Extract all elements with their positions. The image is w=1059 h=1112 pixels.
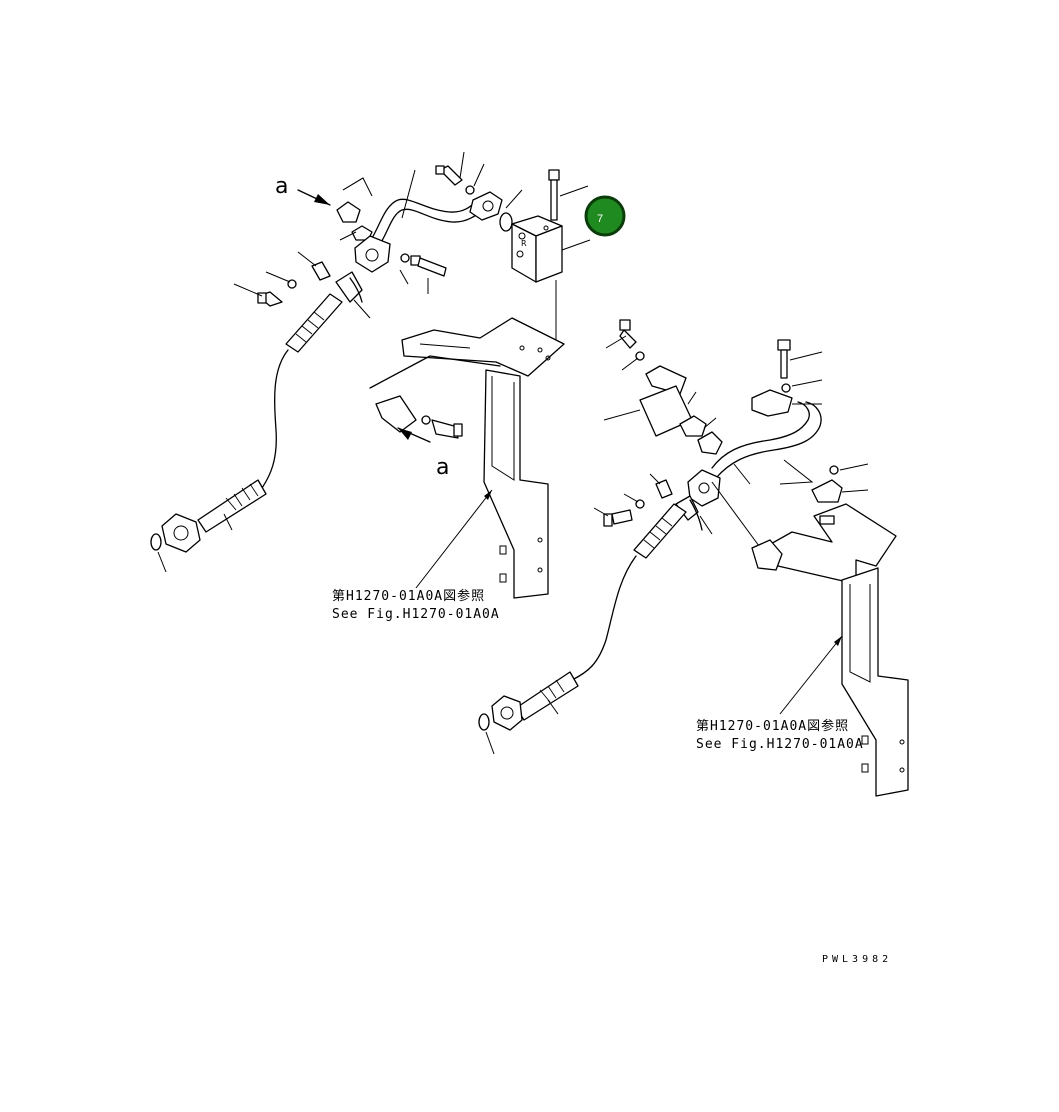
washer-right-1 [635, 351, 645, 361]
leader-brs [593, 507, 609, 517]
leader-oring [505, 189, 523, 209]
block-bolt [548, 169, 560, 221]
clamp-right-low [811, 479, 843, 503]
hose-flange-upper [335, 271, 363, 303]
leader-frr [547, 699, 559, 715]
clamp-callout [342, 177, 373, 197]
svg-text:R: R [521, 239, 527, 248]
clamp-right-small [655, 479, 673, 499]
leader-hose-oring [353, 299, 371, 319]
washer-right-top [781, 383, 791, 393]
marker-number: 7 [597, 213, 603, 225]
leader-rt2 [791, 379, 823, 387]
leader-fitting-ll [223, 513, 233, 531]
callout-left-jp: 第H1270-01A0A図参照 [332, 588, 485, 604]
column-left [483, 369, 549, 599]
drawing-code: PWL3982 [822, 954, 892, 965]
leader-elbow [401, 169, 416, 219]
callout-right-jp: 第H1270-01A0A図参照 [696, 718, 849, 734]
washer-left [287, 279, 297, 289]
washer-right-low [829, 465, 839, 475]
bolt-right-1 [619, 319, 637, 349]
bolt-upper-2 [410, 255, 447, 277]
hose-right [571, 555, 637, 681]
leader-tube-r [733, 463, 751, 485]
plate-leader [369, 355, 501, 389]
callout-left-en: See Fig.H1270-01A0A [332, 607, 500, 622]
clamp-right-top [751, 389, 793, 417]
leader-washer [473, 163, 485, 187]
leader-oring-ll [157, 551, 167, 573]
leader-clamp [339, 231, 357, 241]
leader-rl2 [841, 489, 869, 493]
view-arrow-bottom [397, 427, 431, 443]
clamp-callout-r [779, 459, 814, 485]
leader-washer-r1 [621, 357, 639, 371]
washer-upper-1 [465, 185, 475, 195]
leader-crs [649, 473, 661, 485]
right-assembly: 第H1270-01A0A図参照 See Fig.H1270-01A0A [478, 319, 909, 797]
hose-fitting-right-upper [633, 503, 687, 559]
leader-c3 [703, 417, 717, 429]
leader-rh-oring [699, 515, 713, 535]
leader-orr [485, 731, 495, 755]
tube-right [711, 401, 822, 479]
lower-bracket-left [375, 395, 463, 439]
hose-left [261, 349, 289, 489]
hose-flange-right-lower [491, 695, 523, 731]
callout-right-en: See Fig.H1270-01A0A [696, 737, 864, 752]
o-ring-upper [499, 212, 513, 232]
split-flange-upper [354, 235, 391, 273]
leader-plate-r [603, 409, 641, 421]
leader-bolt-left [233, 283, 263, 297]
left-assembly: a [150, 151, 591, 622]
view-label-top: a [275, 174, 288, 199]
part-number-marker[interactable]: 7 [584, 195, 626, 237]
hose-fitting-lower [197, 479, 267, 533]
callout-arrow-left [415, 489, 493, 589]
bracket-left [401, 317, 565, 377]
leader-block [561, 239, 591, 251]
hose-flange-lower [161, 513, 201, 553]
junction-block: R [511, 215, 563, 283]
leader-block-bolt [559, 185, 589, 197]
leader-rt1 [789, 351, 823, 361]
view-label-bottom: a [436, 455, 449, 480]
leader-washer-left [265, 271, 291, 283]
bolt-left [257, 291, 283, 307]
clamp-upper-left [336, 201, 373, 241]
hose-fitting-upper [285, 293, 343, 353]
washer-upper-2 [400, 253, 410, 263]
o-ring-lower-right [478, 713, 490, 731]
leader-clamp-left [297, 251, 317, 267]
upper-elbow-tube [371, 198, 486, 245]
bolt-right-top [777, 339, 791, 379]
hose-fitting-right-lower [515, 671, 579, 721]
clamp-right-2 [679, 415, 723, 455]
elbow-flange [469, 191, 503, 221]
clamp-left [311, 261, 331, 281]
bolt-upper-1 [435, 165, 463, 186]
leader-washer2 [399, 269, 409, 285]
leader-bolt-r1 [605, 335, 627, 349]
leader-bolt [459, 151, 465, 179]
callout-arrow-right [779, 635, 843, 715]
o-ring-lower-left [150, 533, 162, 551]
leader-wrs [623, 493, 639, 503]
leader-rl1 [839, 463, 869, 471]
tube-link-r [711, 481, 763, 551]
bolt-right-small [603, 509, 633, 527]
bracket-right [751, 503, 897, 585]
view-arrow-top [297, 189, 331, 206]
washer-right-small [635, 499, 645, 509]
clamp-right [639, 365, 693, 437]
column-right [841, 567, 909, 797]
leader-c2 [687, 391, 697, 405]
